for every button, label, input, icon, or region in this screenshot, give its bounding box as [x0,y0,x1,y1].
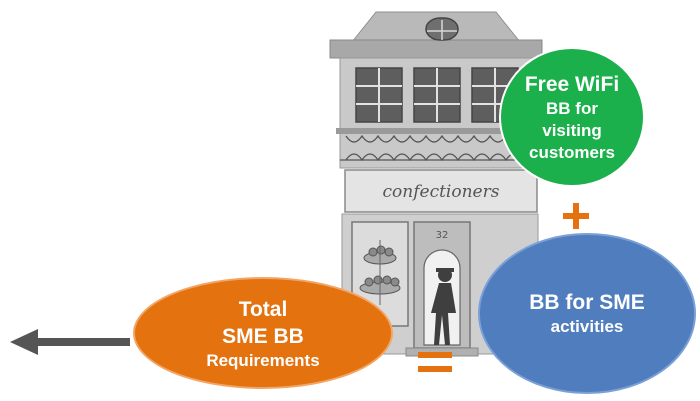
free-wifi-line-2: visiting [542,120,602,140]
free-wifi-line-1: BB for [546,98,598,118]
sme-activities-line-1: BB for SME [529,291,645,314]
free-wifi-title: Free WiFi [524,72,620,96]
plus-icon [563,203,589,229]
total-requirements-circle: Total SME BB Requirements [133,277,393,389]
shop-sign-text: confectioners [383,182,500,202]
sme-activities-circle: BB for SME activities [478,233,696,394]
total-line-1: Total [238,297,288,321]
total-line-2: SME BB [222,324,304,348]
free-wifi-circle: Free WiFi BB for visiting customers [499,47,645,187]
door-number: 32 [436,230,449,241]
equals-icon [418,352,452,372]
total-line-3: Requirements [206,350,320,370]
free-wifi-line-3: customers [529,142,615,162]
sme-activities-line-2: activities [550,317,624,336]
arrow-left-icon [10,329,130,355]
